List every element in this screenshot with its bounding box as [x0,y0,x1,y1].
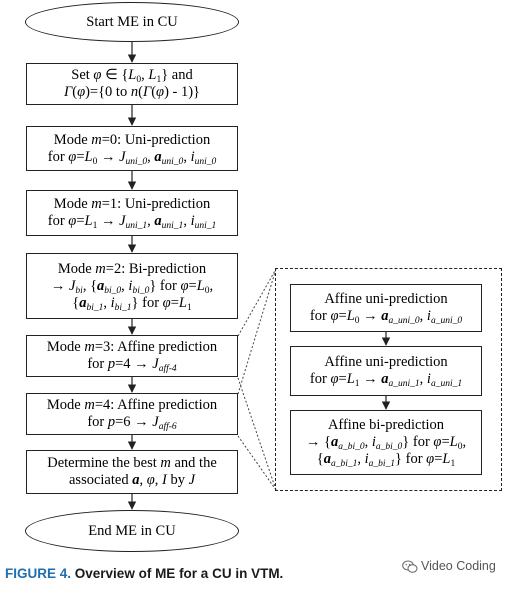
mode-4-line-1: Mode m=4: Affine prediction [46,397,218,413]
mode-1-line-2: for φ=L1 → Juni_1, auni_1, iuni_1 [47,213,217,231]
mode-3-box: Mode m=3: Affine prediction for p=4 → Ja… [26,335,238,377]
watermark-text: Video Coding [421,559,496,573]
zoom-line-4 [237,435,277,491]
set-phi-box: Set φ ∈ {L0, L1} and Γ(φ)={0 to n(Γ(φ) -… [26,63,238,105]
caption-text: Overview of ME for a CU in VTM. [74,566,284,581]
mode-2-box: Mode m=2: Bi-prediction → Jbi, {abi_0, i… [26,253,238,319]
mode-4-box: Mode m=4: Affine prediction for p=6 → Ja… [26,393,238,435]
affine-bi-line-2: → {aa_bi_0, ia_bi_0} for φ=L0, [305,434,467,452]
affine-uni-1-line-1: Affine uni-prediction [324,354,448,370]
zoom-line-3 [237,268,277,395]
affine-uni-1-box: Affine uni-prediction for φ=L1 → aa_uni_… [290,346,482,396]
mode-2-line-2: → Jbi, {abi_0, ibi_0} for φ=L0, [50,277,214,296]
figure-caption: FIGURE 4. Overview of ME for a CU in VTM… [5,566,283,581]
affine-bi-line-1: Affine bi-prediction [327,417,445,433]
affine-uni-1-line-2: for φ=L1 → aa_uni_1, ia_uni_1 [309,371,463,389]
affine-uni-0-box: Affine uni-prediction for φ=L0 → aa_uni_… [290,284,482,332]
start-label: Start ME in CU [86,13,178,30]
determine-box: Determine the best m and the associated … [26,450,238,494]
mode-2-line-1: Mode m=2: Bi-prediction [57,260,207,277]
zoom-line-1 [237,268,277,337]
watermark: Video Coding [402,559,496,574]
mode-1-line-1: Mode m=1: Uni-prediction [53,196,211,212]
mode-3-line-2: for p=4 → Jaff-4 [87,356,177,374]
zoom-line-2 [237,377,277,491]
start-node: Start ME in CU [25,2,239,42]
affine-bi-box: Affine bi-prediction → {aa_bi_0, ia_bi_0… [290,410,482,475]
mode-1-box: Mode m=1: Uni-prediction for φ=L1 → Juni… [26,190,238,236]
determine-line-1: Determine the best m and the [47,455,217,471]
mode-3-line-1: Mode m=3: Affine prediction [46,339,218,355]
wechat-icon [402,560,418,573]
set-phi-line-2: Γ(φ)={0 to n(Γ(φ) - 1)} [63,84,201,100]
affine-uni-0-line-1: Affine uni-prediction [324,291,448,307]
affine-detail-panel [275,268,502,491]
determine-line-2: associated a, φ, I by J [68,472,196,488]
caption-label: FIGURE 4. [5,566,72,581]
affine-uni-0-line-2: for φ=L0 → aa_uni_0, ia_uni_0 [309,308,463,326]
end-label: End ME in CU [88,522,176,539]
mode-0-line-1: Mode m=0: Uni-prediction [53,131,211,148]
mode-2-line-3: {abi_1, ibi_1} for φ=L1 [72,294,192,313]
affine-bi-line-3: {aa_bi_1, ia_bi_1} for φ=L1 [316,451,456,469]
mode-0-line-2: for φ=L0 → Juni_0, auni_0, iuni_0 [47,148,217,167]
set-phi-line-1: Set φ ∈ {L0, L1} and [71,67,193,85]
mode-0-box: Mode m=0: Uni-prediction for φ=L0 → Juni… [26,126,238,171]
mode-4-line-2: for p=6 → Jaff-6 [87,414,177,432]
end-node: End ME in CU [25,510,239,552]
